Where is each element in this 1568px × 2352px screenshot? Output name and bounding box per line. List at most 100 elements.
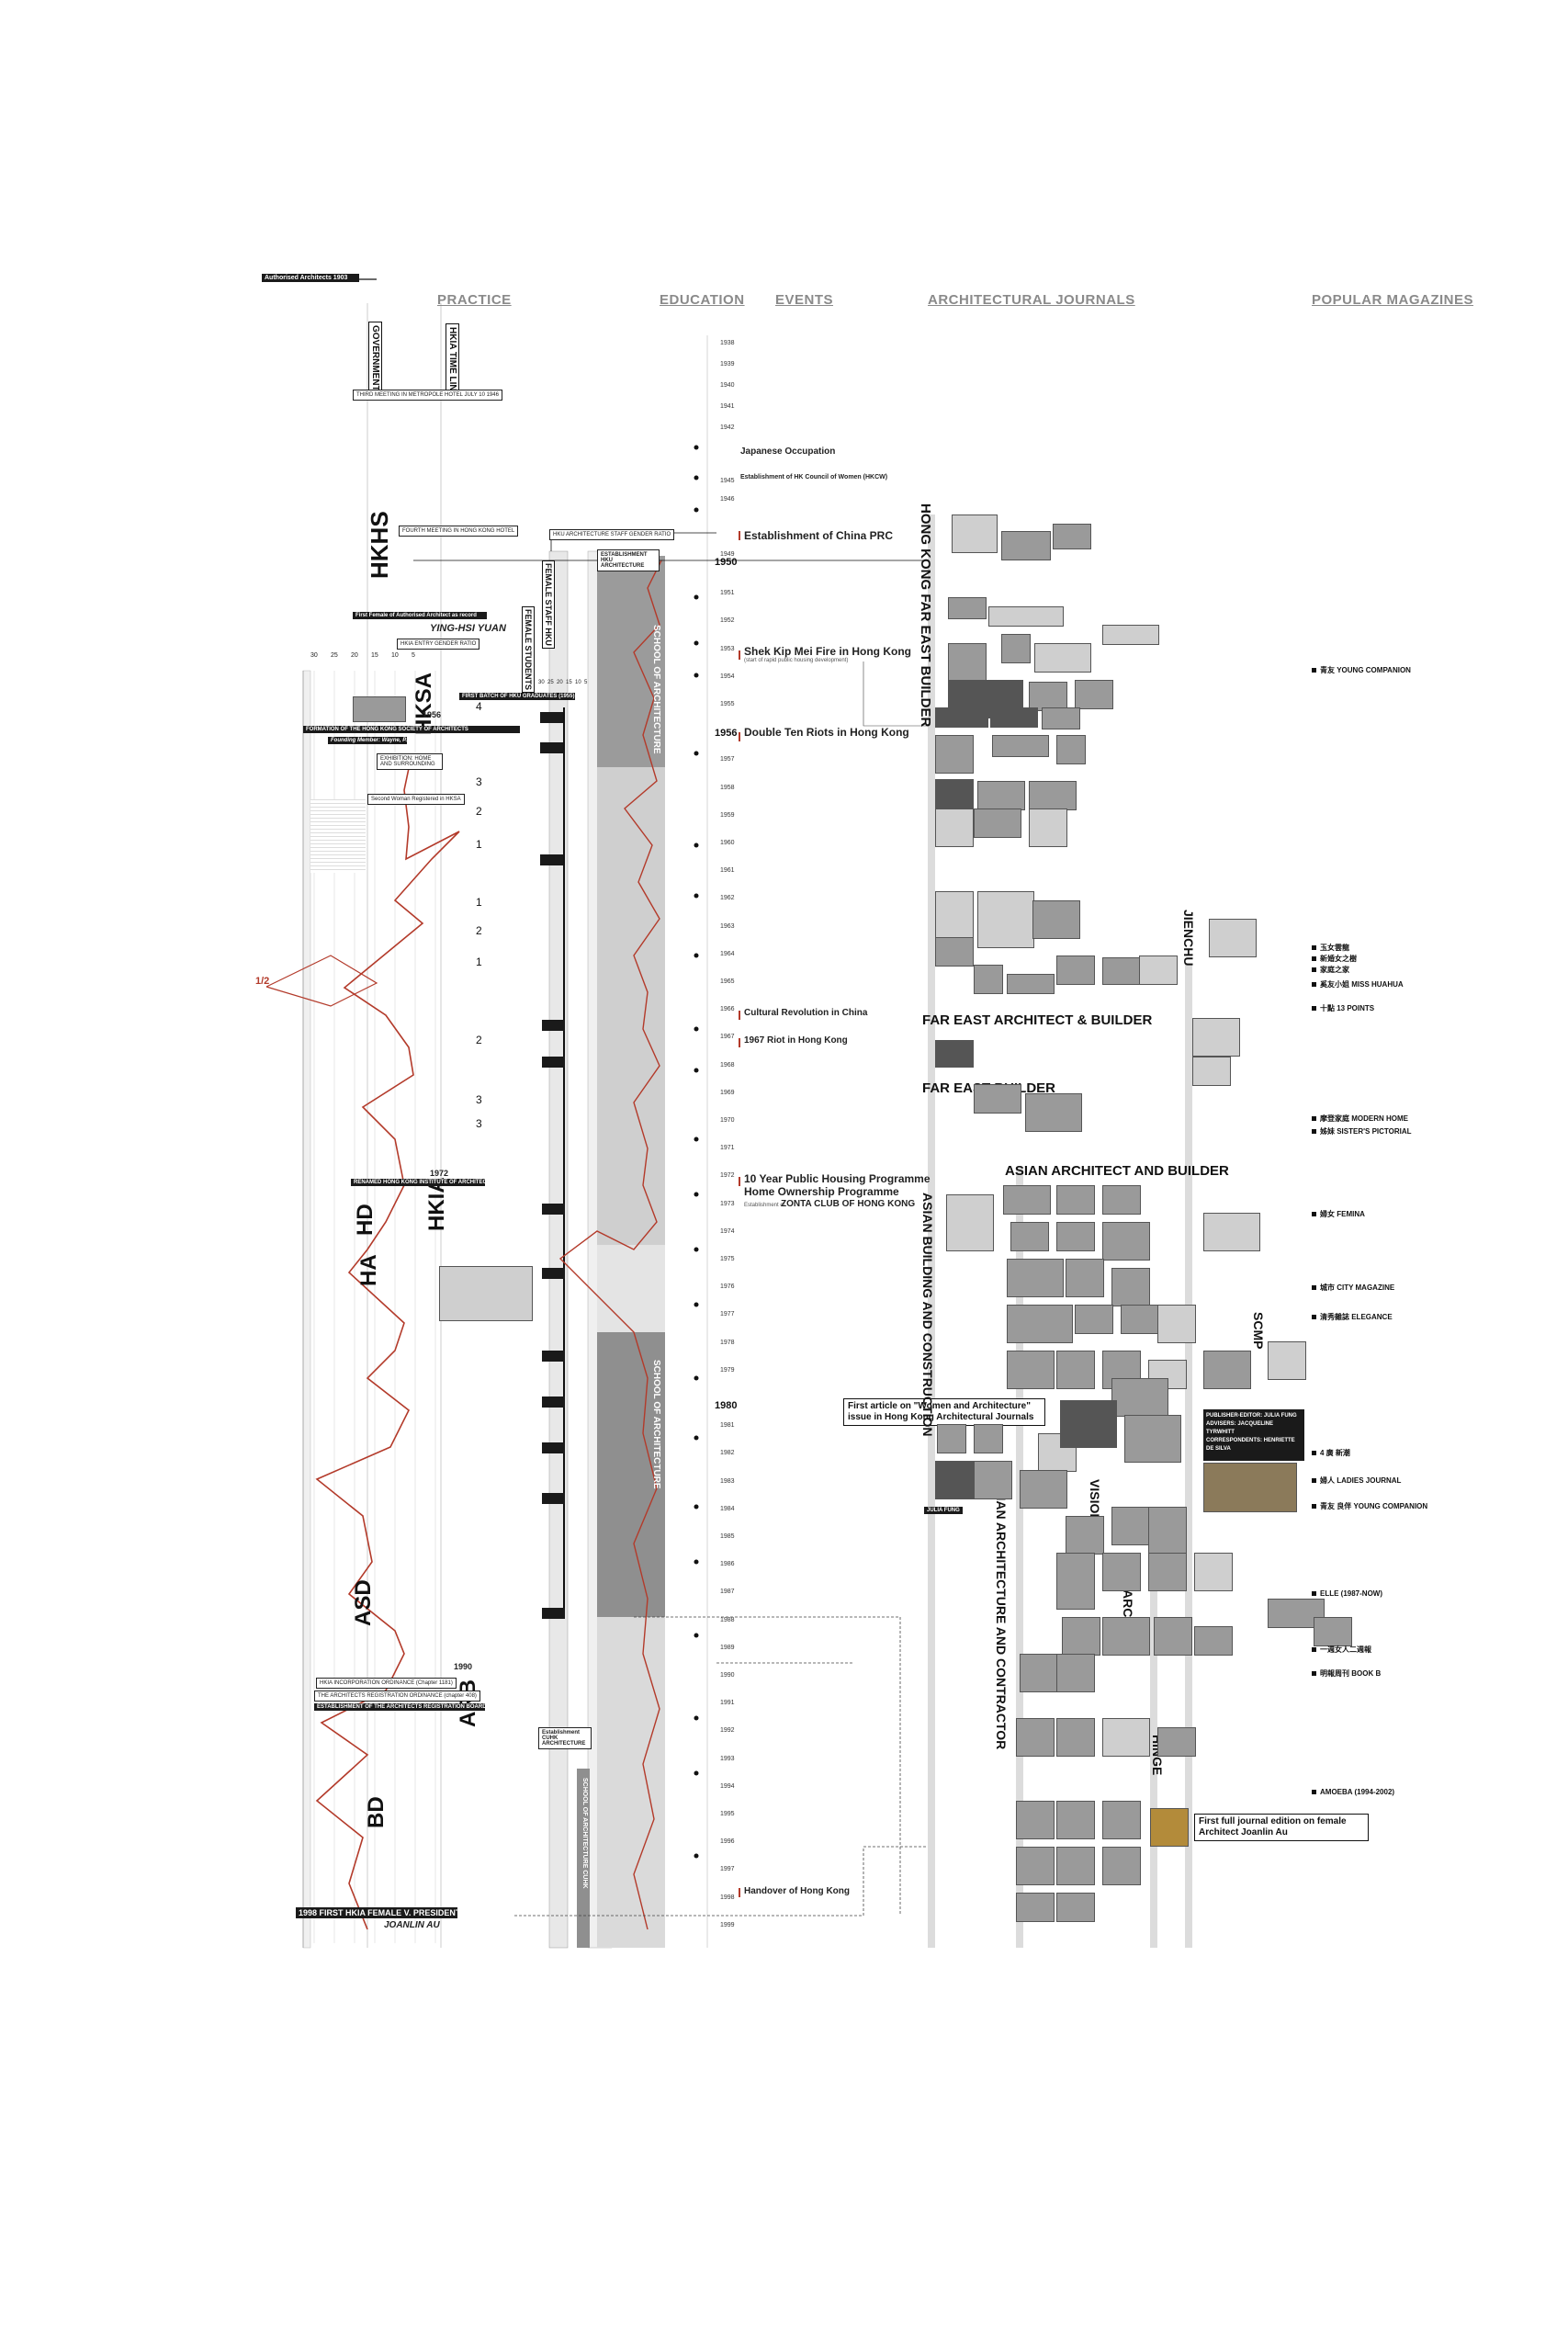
journal-thumbnail (1268, 1341, 1306, 1380)
year-label-1963: 1963 (720, 923, 735, 930)
journal-thumbnail (1102, 1222, 1150, 1261)
year-label-1999: 1999 (720, 1922, 735, 1928)
journal-thumbnail (1124, 1415, 1181, 1463)
year-label-1940: 1940 (720, 382, 735, 389)
journal-thumbnail (1056, 1351, 1095, 1389)
journal-thumbnail (948, 643, 987, 682)
journal-thumbnail (1157, 1305, 1196, 1343)
bullet-icon (1312, 1671, 1316, 1676)
journal-thumbnail (1056, 1801, 1095, 1839)
year-label-1978: 1978 (720, 1340, 735, 1346)
event-shek-kip-mei: Shek Kip Mei Fire in Hong Kong (744, 645, 911, 658)
year-label-1996: 1996 (720, 1838, 735, 1845)
ha-label: HA (356, 1254, 382, 1286)
second-woman-box: Second Woman Registered in HKSA (367, 794, 465, 805)
journal-thumbnail (1007, 1351, 1055, 1389)
magazine-item: 玉女雲龍 (1312, 943, 1349, 953)
hinge-cover (1150, 1808, 1189, 1847)
year-label-1968: 1968 (720, 1062, 735, 1069)
year-label-1962: 1962 (720, 895, 735, 901)
journal-thumbnail (1203, 1213, 1260, 1251)
journal-asian-architect-builder: ASIAN ARCHITECT AND BUILDER (1005, 1163, 1229, 1179)
magazine-item: 青友 YOUNG COMPANION (1312, 665, 1411, 675)
journal-thumbnail (1192, 1018, 1240, 1057)
ying-hsi-yuan: YING-HSI YUAN (430, 623, 506, 634)
journal-thumbnail (946, 1194, 994, 1251)
journal-thumbnail (992, 735, 1049, 757)
year-label-1979: 1979 (720, 1367, 735, 1374)
school-of-architecture-1: SCHOOL OF ARCHITECTURE (651, 625, 661, 754)
year-1980-big: 1980 (715, 1400, 737, 1411)
hkhs-label: HKHS (366, 511, 394, 579)
journal-thumbnail (1034, 643, 1091, 673)
first-female-bar: First Female of Authorised Architect as … (353, 612, 487, 619)
year-label-1941: 1941 (720, 403, 735, 410)
journal-thumbnail (1102, 1801, 1141, 1839)
magazine-item: 姊妹 SISTER'S PICTORIAL (1312, 1126, 1412, 1136)
journal-thumbnail (1020, 1654, 1058, 1692)
journal-thumbnail (1001, 634, 1031, 663)
journal-thumbnail (974, 1424, 1003, 1453)
magazine-label: 摩登家庭 MODERN HOME (1320, 1114, 1408, 1123)
edu-staff-box-9 (542, 1396, 565, 1408)
count-4: 1 (476, 838, 482, 851)
bullet-icon (1312, 1790, 1316, 1794)
event-zonta: ZONTA CLUB OF HONG KONG (781, 1199, 915, 1209)
bullet-icon (1312, 1591, 1316, 1596)
founding-member: Founding Member: Wayne, P. (328, 737, 407, 744)
edu-staff-box-4 (542, 1020, 565, 1031)
count-1: 4 (476, 700, 482, 713)
event-zonta-prefix: Establishment of (744, 1203, 784, 1208)
year-label-1973: 1973 (720, 1201, 735, 1207)
practice-tick-label: 15 (371, 652, 378, 659)
journal-thumbnail (1016, 1893, 1055, 1922)
year-label-1955: 1955 (720, 701, 735, 707)
education-tick-label: 10 (575, 680, 581, 685)
year-label-1964: 1964 (720, 951, 735, 957)
year-label-1983: 1983 (720, 1478, 735, 1485)
year-label-1966: 1966 (720, 1006, 735, 1012)
edu-staff-box-10 (542, 1442, 565, 1453)
journal-thumbnail (1060, 1400, 1117, 1448)
magazine-label: 新婚女之樹 (1320, 955, 1357, 963)
year-label-1945: 1945 (720, 478, 735, 484)
year-label-1967: 1967 (720, 1034, 735, 1040)
journal-asian-architecture-contractor: ASIAN ARCHITECTURE AND CONTRACTOR (994, 1479, 1009, 1749)
bullet-icon (1312, 1285, 1316, 1290)
first-article-callout: First article on "Women and Architecture… (843, 1398, 1045, 1426)
ratio-half: 1/2 (255, 976, 269, 987)
journal-thumbnail (1042, 707, 1080, 729)
journal-thumbnail (977, 891, 1034, 948)
magazine-item: 婦人 LADIES JOURNAL (1312, 1476, 1401, 1486)
registered-list (310, 799, 366, 873)
magazine-label: 4 廣 新潮 (1320, 1449, 1350, 1457)
magazine-label: 一週女人二週報 (1320, 1645, 1371, 1654)
edu-staff-box-5 (542, 1057, 565, 1068)
journal-thumbnail (1139, 956, 1178, 985)
journal-thumbnail (1194, 1626, 1233, 1656)
event-china-prc: Establishment of China PRC (744, 529, 893, 542)
journal-thumbnail (1020, 1470, 1067, 1509)
journal-asian-building-construction: ASIAN BUILDING AND CONSTRUCTION (920, 1193, 935, 1436)
year-label-1961: 1961 (720, 867, 735, 874)
journal-thumbnail (1075, 1305, 1113, 1334)
journal-thumbnail (1029, 781, 1077, 810)
magazine-label: ELLE (1987-NOW) (1320, 1589, 1382, 1598)
year-label-1952: 1952 (720, 617, 735, 624)
exhibition-box: EXHIBITION: HOME AND SURROUNDING (377, 753, 443, 770)
arb-year: 1990 (454, 1662, 472, 1671)
journal-thumbnail (1056, 735, 1086, 764)
count-5: 1 (476, 896, 482, 909)
header-practice: PRACTICE (437, 292, 512, 308)
journal-thumbnail (977, 781, 1025, 810)
education-tick-label: 15 (566, 680, 572, 685)
magazine-label: 青友 YOUNG COMPANION (1320, 666, 1411, 674)
edu-staff-box-11 (542, 1493, 565, 1504)
journal-thumbnail (1066, 1516, 1104, 1555)
header-events: EVENTS (775, 292, 833, 308)
journal-thumbnail (1056, 1893, 1095, 1922)
bullet-icon (1312, 945, 1316, 950)
female-students-label: FEMALE STUDENTS (522, 606, 535, 693)
journal-far-east-architect-builder: FAR EAST ARCHITECT & BUILDER (922, 1012, 1152, 1028)
practice-tick-label: 10 (391, 652, 399, 659)
